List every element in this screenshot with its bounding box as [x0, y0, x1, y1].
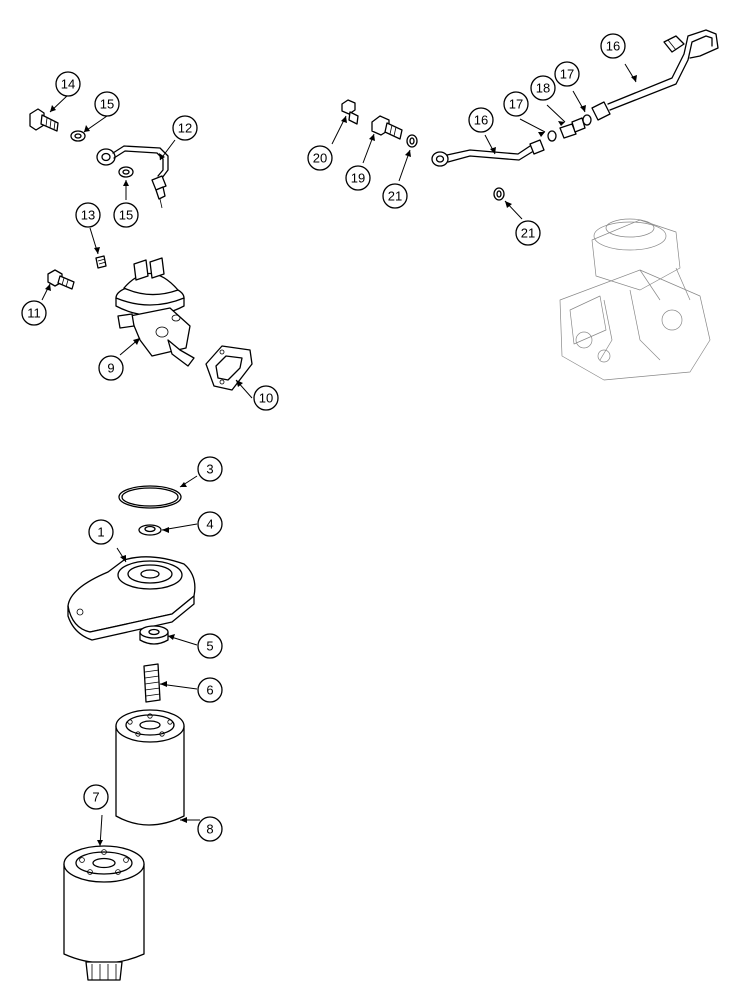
callout-balloon-18: 18 [530, 75, 556, 101]
part-4-seal [138, 524, 162, 536]
part-17-fitting [547, 130, 557, 142]
callout-balloon-17: 17 [503, 91, 529, 117]
callout-balloon-5: 5 [197, 633, 223, 659]
callout-label: 12 [178, 121, 192, 136]
callout-label: 8 [206, 822, 213, 837]
callout-balloon-12: 12 [172, 115, 198, 141]
callout-balloon-4: 4 [197, 511, 223, 537]
part-14-bolt [29, 108, 59, 132]
part-15-washer [70, 130, 86, 142]
part-5-nut [139, 625, 169, 645]
callout-label: 4 [206, 517, 213, 532]
callout-label: 13 [81, 208, 95, 223]
callout-balloon-19: 19 [345, 165, 371, 191]
callout-balloon-15: 15 [113, 202, 139, 228]
callout-balloon-17: 17 [554, 61, 580, 87]
part-16-fuel-line [431, 139, 545, 167]
part-10-gasket [205, 345, 253, 391]
part-11-screw [47, 269, 75, 290]
callout-label: 7 [92, 790, 99, 805]
callout-label: 5 [206, 639, 213, 654]
callout-balloon-1: 1 [88, 519, 114, 545]
callout-balloon-21: 21 [382, 183, 408, 209]
callout-balloon-6: 6 [197, 677, 223, 703]
callout-label: 10 [259, 391, 273, 406]
callout-balloon-14: 14 [55, 71, 81, 97]
part-19-banjo-bolt [371, 115, 403, 140]
callout-label: 18 [536, 81, 550, 96]
part-16-fuel-line [591, 29, 719, 121]
callout-balloon-20: 20 [307, 145, 333, 171]
injection-pump-ghost [559, 218, 711, 381]
callout-label: 1 [97, 525, 104, 540]
callout-label: 17 [509, 97, 523, 112]
callout-label: 20 [313, 151, 327, 166]
part-8-filter-element [115, 709, 185, 826]
part-21-washer [406, 134, 418, 148]
callout-label: 17 [560, 67, 574, 82]
callout-label: 16 [606, 39, 620, 54]
part-21-washer [493, 187, 505, 201]
callout-label: 19 [351, 171, 365, 186]
part-13-plug [95, 255, 107, 269]
callout-label: 15 [119, 208, 133, 223]
callout-label: 6 [206, 683, 213, 698]
callout-balloon-11: 11 [21, 300, 47, 326]
callout-label: 16 [474, 113, 488, 128]
part-6-stud [143, 663, 161, 703]
part-7-filter-element [63, 845, 145, 981]
callout-balloon-15: 15 [94, 91, 120, 117]
part-20-screw [341, 99, 359, 125]
part-12-fuel-line [96, 145, 169, 209]
part-17-fitting [582, 114, 592, 126]
part-18-connector [559, 117, 586, 139]
callout-balloon-16: 16 [468, 107, 494, 133]
callout-balloon-10: 10 [253, 385, 279, 411]
part-15-washer [118, 166, 134, 178]
part-3-o-ring [118, 485, 182, 509]
callout-label: 21 [388, 189, 402, 204]
callout-balloon-21: 21 [515, 220, 541, 246]
callout-balloon-13: 13 [75, 202, 101, 228]
callout-label: 15 [100, 97, 114, 112]
leader-arrowheads [45, 75, 637, 846]
callout-label: 3 [206, 462, 213, 477]
callout-balloon-7: 7 [83, 784, 109, 810]
callout-balloon-16: 16 [600, 33, 626, 59]
callout-label: 9 [107, 361, 114, 376]
part-1-filter-head [67, 556, 196, 641]
callout-balloon-9: 9 [98, 355, 124, 381]
callout-label: 11 [27, 306, 41, 321]
part-9-lift-pump [115, 257, 195, 367]
callout-balloon-3: 3 [197, 456, 223, 482]
callout-balloon-8: 8 [197, 816, 223, 842]
callout-label: 14 [61, 77, 75, 92]
callout-label: 21 [521, 226, 535, 241]
